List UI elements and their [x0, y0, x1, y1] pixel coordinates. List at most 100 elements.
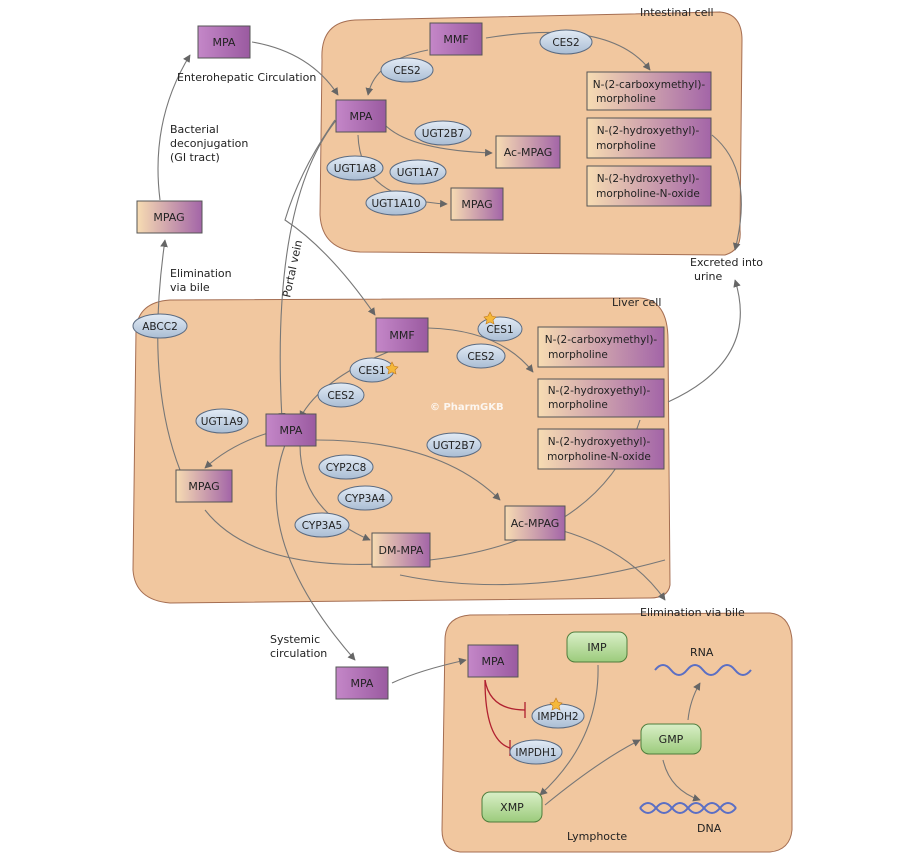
- carboxy-liv-line1: N-(2-carboxymethyl)-: [545, 334, 658, 346]
- carboxy-int-line2: morpholine: [596, 93, 656, 105]
- xmp-node: XMP: [481, 791, 543, 823]
- enzyme-ugt2b7-liv: UGT2B7: [426, 432, 482, 458]
- enzyme-ces1-liv-top: CES1: [477, 311, 523, 342]
- dna-label: DNA: [697, 822, 722, 835]
- acmpag-int-box: Ac-MPAG: [495, 135, 561, 169]
- mpa-top-box: MPA: [197, 25, 251, 59]
- ces2-liv-left-label: CES2: [327, 390, 354, 402]
- ugt1a7-int-label: UGT1A7: [397, 167, 439, 179]
- mpa-int-box: MPA: [335, 99, 387, 133]
- hydroxy-int-line1: N-(2-hydroxyethyl)-: [597, 125, 700, 137]
- cyp3a4-liv-label: CYP3A4: [345, 493, 386, 505]
- hydroxy-int-box: N-(2-hydroxyethyl)- morpholine: [586, 117, 712, 159]
- enzyme-ces2-liv-left: CES2: [317, 382, 365, 408]
- mpag-liv-label: MPAG: [188, 480, 219, 493]
- carboxy-liv-line2: morpholine: [548, 349, 608, 361]
- acmpag-liv-label: Ac-MPAG: [511, 517, 560, 530]
- variant-star-icon: [385, 361, 399, 375]
- mpa-liv-box: MPA: [265, 413, 317, 447]
- hydroxy-int-line2: morpholine: [596, 140, 656, 152]
- acmpag-int-label: Ac-MPAG: [504, 146, 553, 159]
- excreted-label-1: Excreted into: [690, 256, 763, 269]
- oxide-liv-box: N-(2-hydroxyethyl)- morpholine-N-oxide: [537, 428, 665, 470]
- cyp3a5-liv-label: CYP3A5: [302, 520, 342, 532]
- impdh2-label: IMPDH2: [537, 711, 578, 723]
- enzyme-ces1-liv-left: CES1: [349, 357, 399, 383]
- portal-vein-label: Portal vein: [280, 239, 305, 299]
- ugt1a8-int-label: UGT1A8: [334, 163, 376, 175]
- enzyme-ugt1a9-liv: UGT1A9: [195, 408, 249, 434]
- imp-node: IMP: [566, 631, 628, 663]
- ugt2b7-liv-label: UGT2B7: [433, 440, 475, 452]
- enzyme-ugt1a8-int: UGT1A8: [326, 155, 384, 181]
- variant-star-icon: [483, 311, 497, 325]
- ces1-liv-top-label: CES1: [486, 324, 513, 336]
- carboxy-liv-box: N-(2-carboxymethyl)- morpholine: [537, 326, 665, 368]
- mmf-int-box: MMF: [429, 22, 483, 56]
- impdh1-label: IMPDH1: [515, 747, 556, 759]
- enzyme-ugt2b7-int: UGT2B7: [414, 120, 472, 146]
- lymphocyte-title: Lymphocte: [567, 830, 627, 843]
- mpa-top-label: MPA: [213, 36, 236, 49]
- hydroxy-liv-box: N-(2-hydroxyethyl)- morpholine: [537, 378, 665, 418]
- enzyme-abcc2: ABCC2: [132, 313, 188, 339]
- enzyme-ces2-liv-top: CES2: [456, 343, 506, 369]
- hydroxy-liv-line2: morpholine: [548, 399, 608, 411]
- enzyme-impdh2: IMPDH2: [531, 697, 585, 729]
- cyp2c8-liv-label: CYP2C8: [326, 462, 367, 474]
- mpag-liv-box: MPAG: [175, 469, 233, 503]
- variant-star-icon: [549, 697, 563, 711]
- intestinal-cell-title: Intestinal cell: [640, 6, 714, 19]
- systemic-label-2: circulation: [270, 647, 327, 660]
- mpa-lym-box: MPA: [467, 644, 519, 678]
- gmp-label: GMP: [659, 733, 684, 746]
- mpa-lym-label: MPA: [482, 655, 505, 668]
- mpa-liv-label: MPA: [280, 424, 303, 437]
- ces2-int-left-label: CES2: [393, 65, 420, 77]
- dna-helix: DNA: [639, 802, 737, 835]
- enzyme-ces2-int-left: CES2: [380, 57, 434, 83]
- liver-cell-title: Liver cell: [612, 296, 661, 309]
- enterohepatic-label: Enterohepatic Circulation: [177, 71, 316, 84]
- carboxy-int-box: N-(2-carboxymethyl)- morpholine: [586, 71, 712, 111]
- carboxy-int-line1: N-(2-carboxymethyl)-: [593, 79, 706, 91]
- enzyme-cyp2c8-liv: CYP2C8: [318, 454, 374, 480]
- mpa-sys-box: MPA: [335, 666, 389, 700]
- imp-label: IMP: [587, 641, 607, 654]
- xmp-label: XMP: [500, 801, 524, 814]
- abcc2-label: ABCC2: [142, 321, 178, 333]
- mpag-left-box: MPAG: [136, 200, 203, 234]
- ces2-liv-top-label: CES2: [467, 351, 494, 363]
- enzyme-ces2-int-top: CES2: [539, 29, 593, 55]
- oxide-liv-line1: N-(2-hydroxyethyl)-: [548, 436, 651, 448]
- hydroxy-liv-line1: N-(2-hydroxyethyl)-: [548, 385, 651, 397]
- elim-bile-right-label: Elimination via bile: [640, 606, 745, 619]
- bacterial-label-2: deconjugation: [170, 137, 248, 150]
- oxide-int-box: N-(2-hydroxyethyl)- morpholine-N-oxide: [586, 165, 712, 207]
- mmf-liv-box: MMF: [375, 317, 429, 353]
- elim-bile-label-2: via bile: [170, 281, 210, 294]
- mpa-int-label: MPA: [350, 110, 373, 123]
- dmmpa-liv-label: DM-MPA: [379, 544, 424, 557]
- enzyme-cyp3a4-liv: CYP3A4: [337, 485, 393, 511]
- mpag-int-box: MPAG: [450, 187, 504, 221]
- rna-strand: RNA: [654, 646, 752, 676]
- enzyme-ugt1a10-int: UGT1A10: [365, 190, 427, 216]
- elim-bile-label-1: Elimination: [170, 267, 232, 280]
- gmp-node: GMP: [640, 723, 702, 755]
- mpag-left-label: MPAG: [153, 211, 184, 224]
- ugt1a9-liv-label: UGT1A9: [201, 416, 243, 428]
- enzyme-cyp3a5-liv: CYP3A5: [294, 512, 350, 538]
- ugt1a10-int-label: UGT1A10: [371, 198, 420, 210]
- dmmpa-liv-box: DM-MPA: [371, 532, 431, 568]
- mmf-int-label: MMF: [443, 33, 468, 46]
- oxide-int-line1: N-(2-hydroxyethyl)-: [597, 173, 700, 185]
- systemic-label-1: Systemic: [270, 633, 320, 646]
- watermark: © PharmGKB: [430, 402, 504, 413]
- ces2-int-top-label: CES2: [552, 37, 579, 49]
- ces1-liv-left-label: CES1: [358, 365, 385, 377]
- enzyme-impdh1: IMPDH1: [509, 739, 563, 765]
- mmf-liv-label: MMF: [389, 329, 414, 342]
- ugt2b7-int-label: UGT2B7: [422, 128, 464, 140]
